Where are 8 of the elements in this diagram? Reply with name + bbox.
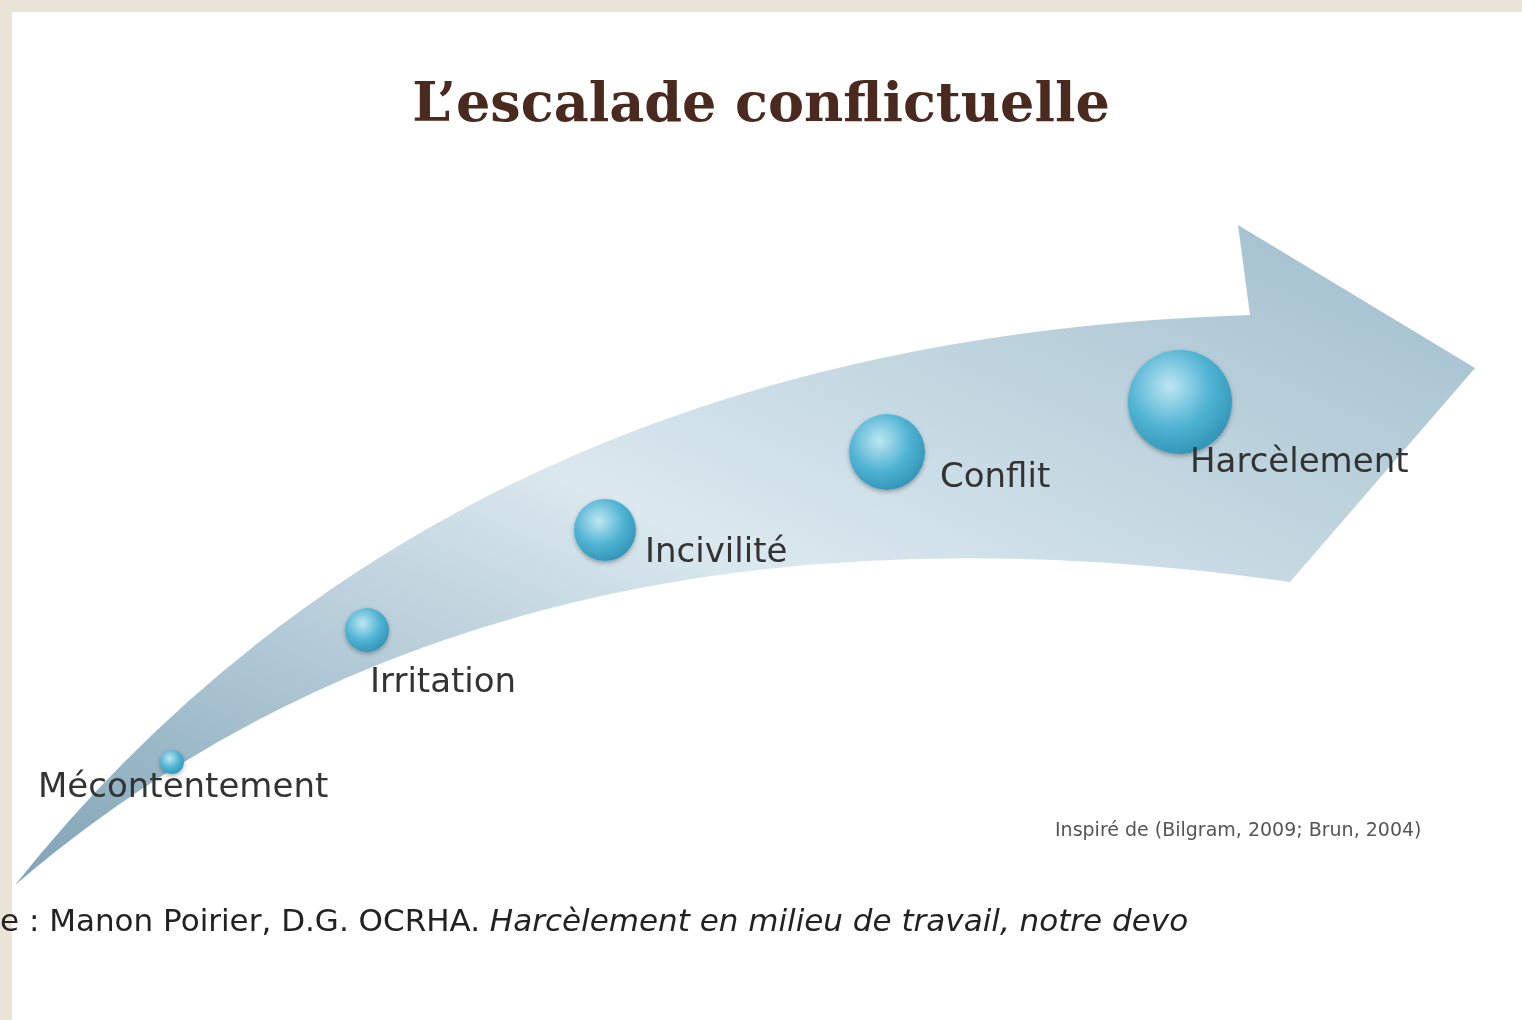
stage-label: Harcèlement xyxy=(1190,440,1409,480)
citation-note: Inspiré de (Bilgram, 2009; Brun, 2004) xyxy=(1055,817,1423,842)
stage-label: Mécontentement xyxy=(38,765,329,805)
stage-label: Irritation xyxy=(370,660,517,700)
stage-label: Conflit xyxy=(940,455,1051,495)
title: L’escalade conflictuelle xyxy=(411,70,1111,134)
stage-label: Incivilité xyxy=(645,530,788,570)
source-line: e : Manon Poirier, D.G. OCRHA. Harcèlement en milieu de travail, notre devo xyxy=(0,902,1189,938)
